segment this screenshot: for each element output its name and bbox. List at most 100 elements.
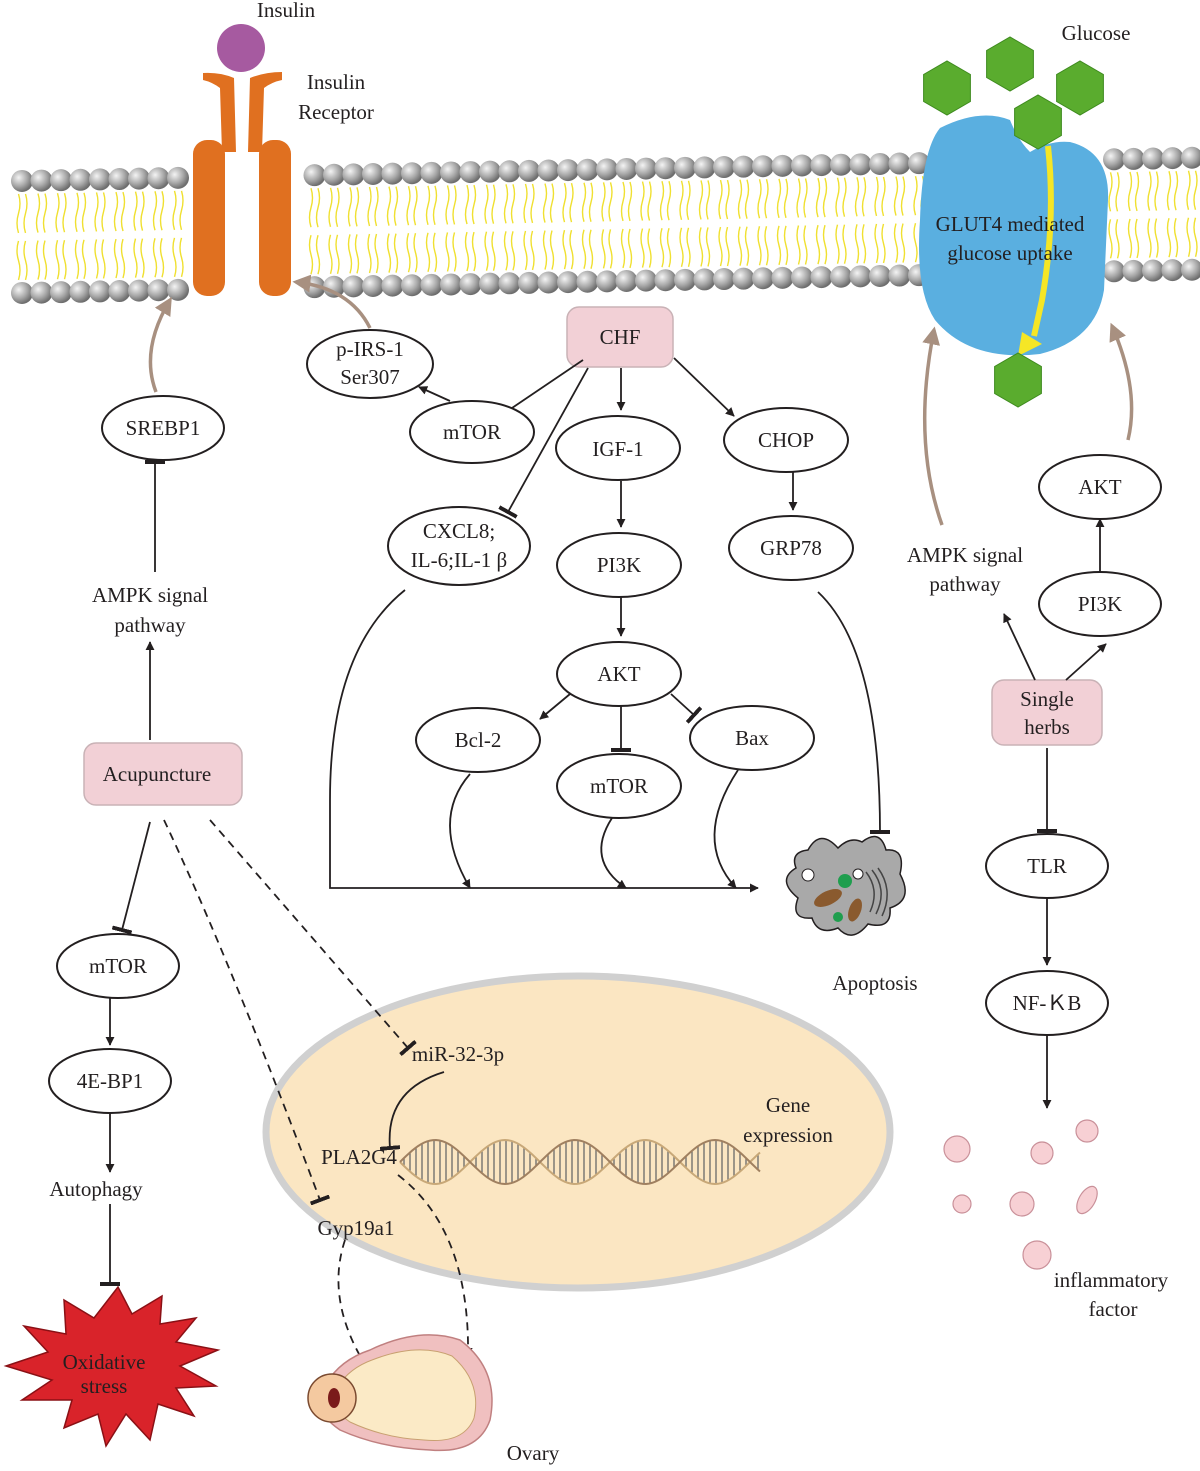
lipid-head [69, 168, 92, 191]
lipid-tail [764, 179, 769, 219]
lipid-head [69, 280, 92, 303]
lipid-tail [549, 230, 555, 270]
lipid-tail [432, 232, 438, 273]
lipid-tail [737, 226, 743, 266]
p-irs1-label-2: Ser307 [340, 365, 400, 389]
lipid-tail [1186, 217, 1191, 257]
lipid-tail [74, 239, 80, 280]
lipid-tail [179, 190, 184, 231]
lipid-head [830, 265, 852, 288]
lipid-tail [374, 186, 379, 227]
lipid-tail [386, 233, 392, 273]
lipid-tail [659, 180, 665, 221]
lipid-tail [686, 227, 691, 268]
lipid-tail [842, 177, 847, 217]
lipid-tail [588, 182, 594, 222]
mtor-top-label: mTOR [443, 420, 501, 444]
lipid-head [752, 267, 774, 290]
chop-label: CHOP [758, 428, 814, 452]
lipid-tail [815, 224, 821, 265]
lipid-head [1142, 259, 1164, 282]
lipid-tail [133, 238, 138, 278]
lipid-tail [152, 191, 158, 231]
lipid-tail [588, 229, 594, 269]
glut4-label-2: glucose uptake [947, 241, 1072, 265]
lipid-head [108, 280, 131, 303]
lipid-head [440, 273, 462, 296]
glucose-hexagon [1056, 60, 1104, 116]
lipid-tail [900, 223, 906, 263]
lipid-tail [893, 176, 899, 216]
lipid-head [713, 268, 735, 291]
lipid-head [128, 279, 150, 302]
lipid-tail [679, 227, 684, 268]
lipid-tail [1115, 172, 1120, 212]
lipid-head [869, 152, 891, 175]
lipid-head [108, 168, 131, 191]
lipid-tail [783, 225, 789, 266]
lipid-tail [1147, 171, 1152, 211]
lipid-tail [601, 229, 606, 269]
pi3k-mid-node [556, 532, 682, 598]
srebp1-label: SREBP1 [126, 416, 201, 440]
gene-expression-label-1: Gene [766, 1093, 810, 1117]
lipid-tail [35, 193, 41, 233]
lipid-head [479, 272, 501, 295]
bcl2-label: Bcl-2 [455, 728, 502, 752]
lipid-tail [120, 238, 126, 279]
lipid-tail [698, 180, 704, 220]
lipid-tail [62, 192, 67, 233]
lipid-head [420, 273, 443, 296]
lipid-tail [81, 239, 87, 280]
lipid-tail [133, 191, 138, 231]
lipid-tail [1173, 217, 1179, 258]
lipid-head [791, 266, 813, 289]
lipid-tail [705, 227, 711, 267]
lipid-head [89, 280, 111, 303]
lipid-tail [94, 239, 99, 279]
lipid-head [342, 163, 365, 186]
lipid-tail [1134, 171, 1140, 212]
dna-strand [399, 1138, 761, 1186]
lipid-head [167, 166, 189, 189]
pi3k-mid-label: PI3K [597, 553, 641, 577]
lipid-tail [1115, 219, 1120, 259]
p-irs1-label-1: p-IRS-1 [336, 337, 404, 361]
lipid-tail [659, 227, 665, 268]
grp78-label: GRP78 [760, 536, 822, 560]
ampk-right-label-1: AMPK signal [907, 543, 1023, 567]
glucose-hexagon [923, 60, 971, 116]
lipid-tail [55, 239, 60, 280]
lipid-head [752, 155, 774, 178]
lipid-tail [101, 192, 106, 232]
lipid-head [908, 152, 930, 175]
glut4-transporter [919, 115, 1109, 356]
lipid-head [654, 157, 677, 180]
lipid-head [693, 156, 716, 179]
lipid-tail [35, 240, 41, 280]
lipid-head [30, 169, 53, 192]
dna-strand [399, 1138, 761, 1186]
lipid-tail [854, 177, 860, 217]
lipid-tail [1127, 171, 1133, 212]
lipid-tail [354, 187, 360, 227]
lipid-tail [620, 228, 626, 269]
lipid-head [89, 168, 111, 191]
lipid-tail [900, 176, 906, 216]
lipid-tail [503, 184, 509, 224]
lipid-head [128, 167, 150, 190]
lipid-head [771, 266, 794, 289]
lipid-head [323, 275, 345, 298]
lipid-tail [367, 233, 372, 274]
lipid-tail [803, 178, 808, 218]
lipid-tail [1166, 170, 1172, 211]
bax-label: Bax [735, 726, 769, 750]
lipid-tail [1127, 218, 1133, 259]
center-connections [329, 357, 891, 893]
lipid-head [732, 155, 755, 178]
acupuncture-label: Acupuncture [103, 762, 211, 786]
lipid-head [888, 264, 911, 287]
single-herbs-label-2: herbs [1024, 715, 1070, 739]
mtor-mid-label: mTOR [590, 774, 648, 798]
lipid-tail [1193, 217, 1198, 257]
